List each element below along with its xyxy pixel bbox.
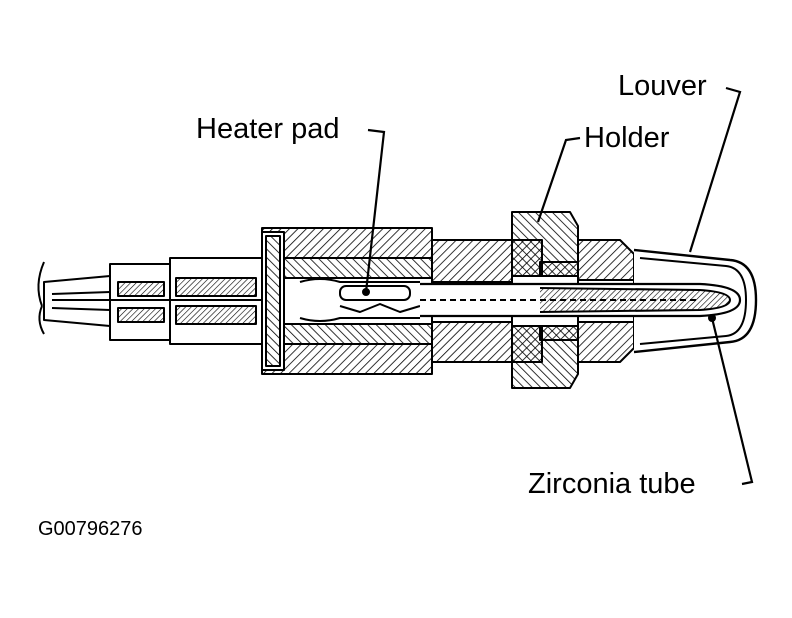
wire-break-bottom [38,305,45,335]
wire-break-top [37,261,45,307]
leader-louver [688,86,742,253]
leader-heater-pad [364,128,386,293]
label-louver: Louver [618,70,707,102]
label-heater-pad: Heater pad [196,113,340,145]
outer-shell-bottom [261,343,433,375]
heater-element [339,285,411,301]
label-holder: Holder [584,122,670,154]
rear-grommet [109,263,171,341]
figure-id: G00796276 [38,518,143,540]
label-zirconia-tube: Zirconia tube [528,468,696,500]
leader-holder [536,136,581,223]
outer-shell-top [261,227,433,259]
leader-zirconia [710,317,754,486]
